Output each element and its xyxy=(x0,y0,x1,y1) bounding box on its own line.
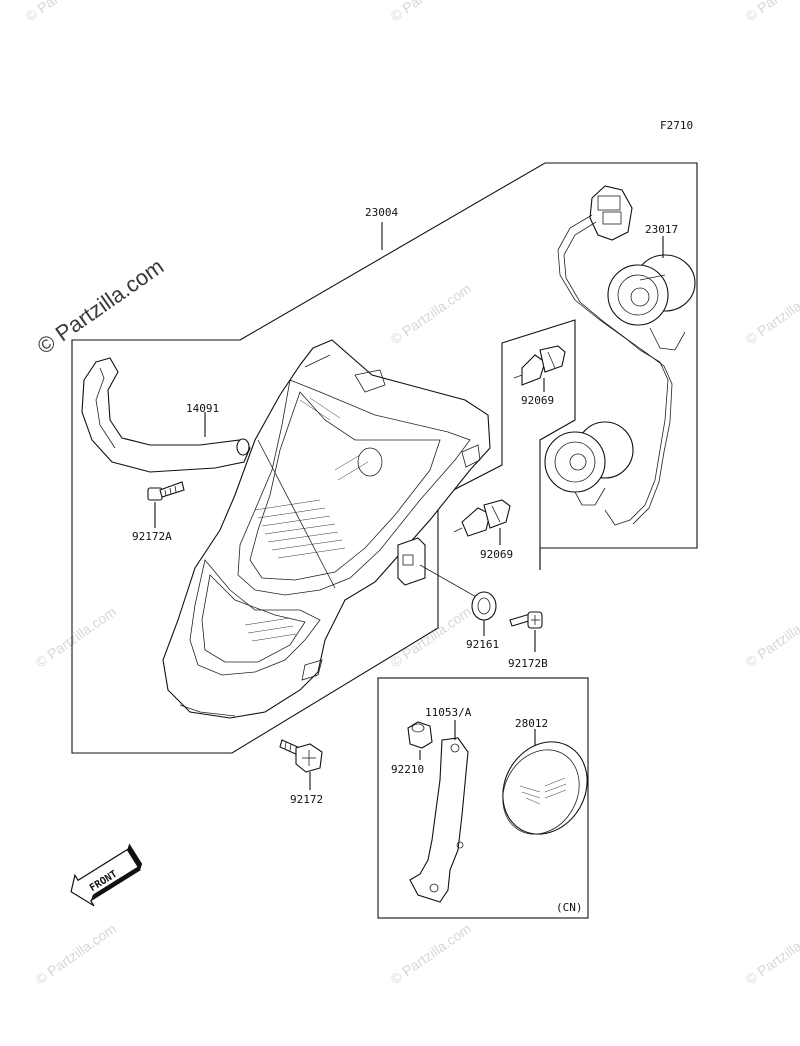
part-label-92172b: 92172B xyxy=(508,657,548,670)
part-label-92069-upper: 92069 xyxy=(521,394,554,407)
part-label-23017: 23017 xyxy=(645,223,678,236)
watermark: © Partzilla.com xyxy=(33,920,119,987)
part-92172a-bolt xyxy=(147,481,185,501)
leader-to-92161 xyxy=(419,564,479,599)
part-label-11053a: 11053/A xyxy=(425,706,472,719)
part-label-23004: 23004 xyxy=(365,206,398,219)
part-14091-bracket xyxy=(81,357,251,473)
part-28012-reflector xyxy=(502,741,588,835)
housing-mount-clip xyxy=(397,537,426,586)
part-92069-bulb-lower xyxy=(453,499,511,537)
part-92210-nut xyxy=(407,721,433,749)
watermark: © Partzilla.com xyxy=(743,280,800,347)
part-92161-damper xyxy=(471,591,497,621)
front-arrow: FRONT xyxy=(70,843,143,907)
part-label-92172: 92172 xyxy=(290,793,323,806)
watermark: © Partzilla.com xyxy=(388,280,474,347)
part-label-92172a: 92172A xyxy=(132,530,172,543)
watermark: © Partzilla.com xyxy=(743,603,800,670)
figure-code: F2710 xyxy=(660,119,693,132)
housing-lens-dot xyxy=(357,447,383,477)
part-92172-bolt xyxy=(279,739,323,773)
watermark: © Partzilla.com xyxy=(743,920,800,987)
part-11053a-bracket xyxy=(409,737,469,903)
part-label-28012: 28012 xyxy=(515,717,548,730)
part-label-14091: 14091 xyxy=(186,402,219,415)
watermark: © Partzilla.com xyxy=(388,0,474,24)
part-92172b-bolt xyxy=(509,611,543,629)
cn-kit-box xyxy=(377,677,589,919)
part-label-92069-lower: 92069 xyxy=(480,548,513,561)
watermark-large: © Partzilla.com xyxy=(33,254,169,360)
part-label-92161: 92161 xyxy=(466,638,499,651)
part-92069-bulb-upper xyxy=(513,345,566,386)
part-label-92210: 92210 xyxy=(391,763,424,776)
watermark: © Partzilla.com xyxy=(23,0,109,24)
watermark: © Partzilla.com xyxy=(33,603,119,670)
region-label-cn: (CN) xyxy=(556,901,583,914)
watermark: © Partzilla.com xyxy=(743,0,800,24)
assembly-outline-23004 xyxy=(71,339,439,754)
part-23017-socket-wiring xyxy=(544,185,696,526)
watermark: © Partzilla.com xyxy=(388,920,474,987)
headlight-housing xyxy=(162,339,491,719)
watermark: © Partzilla.com xyxy=(388,603,474,670)
